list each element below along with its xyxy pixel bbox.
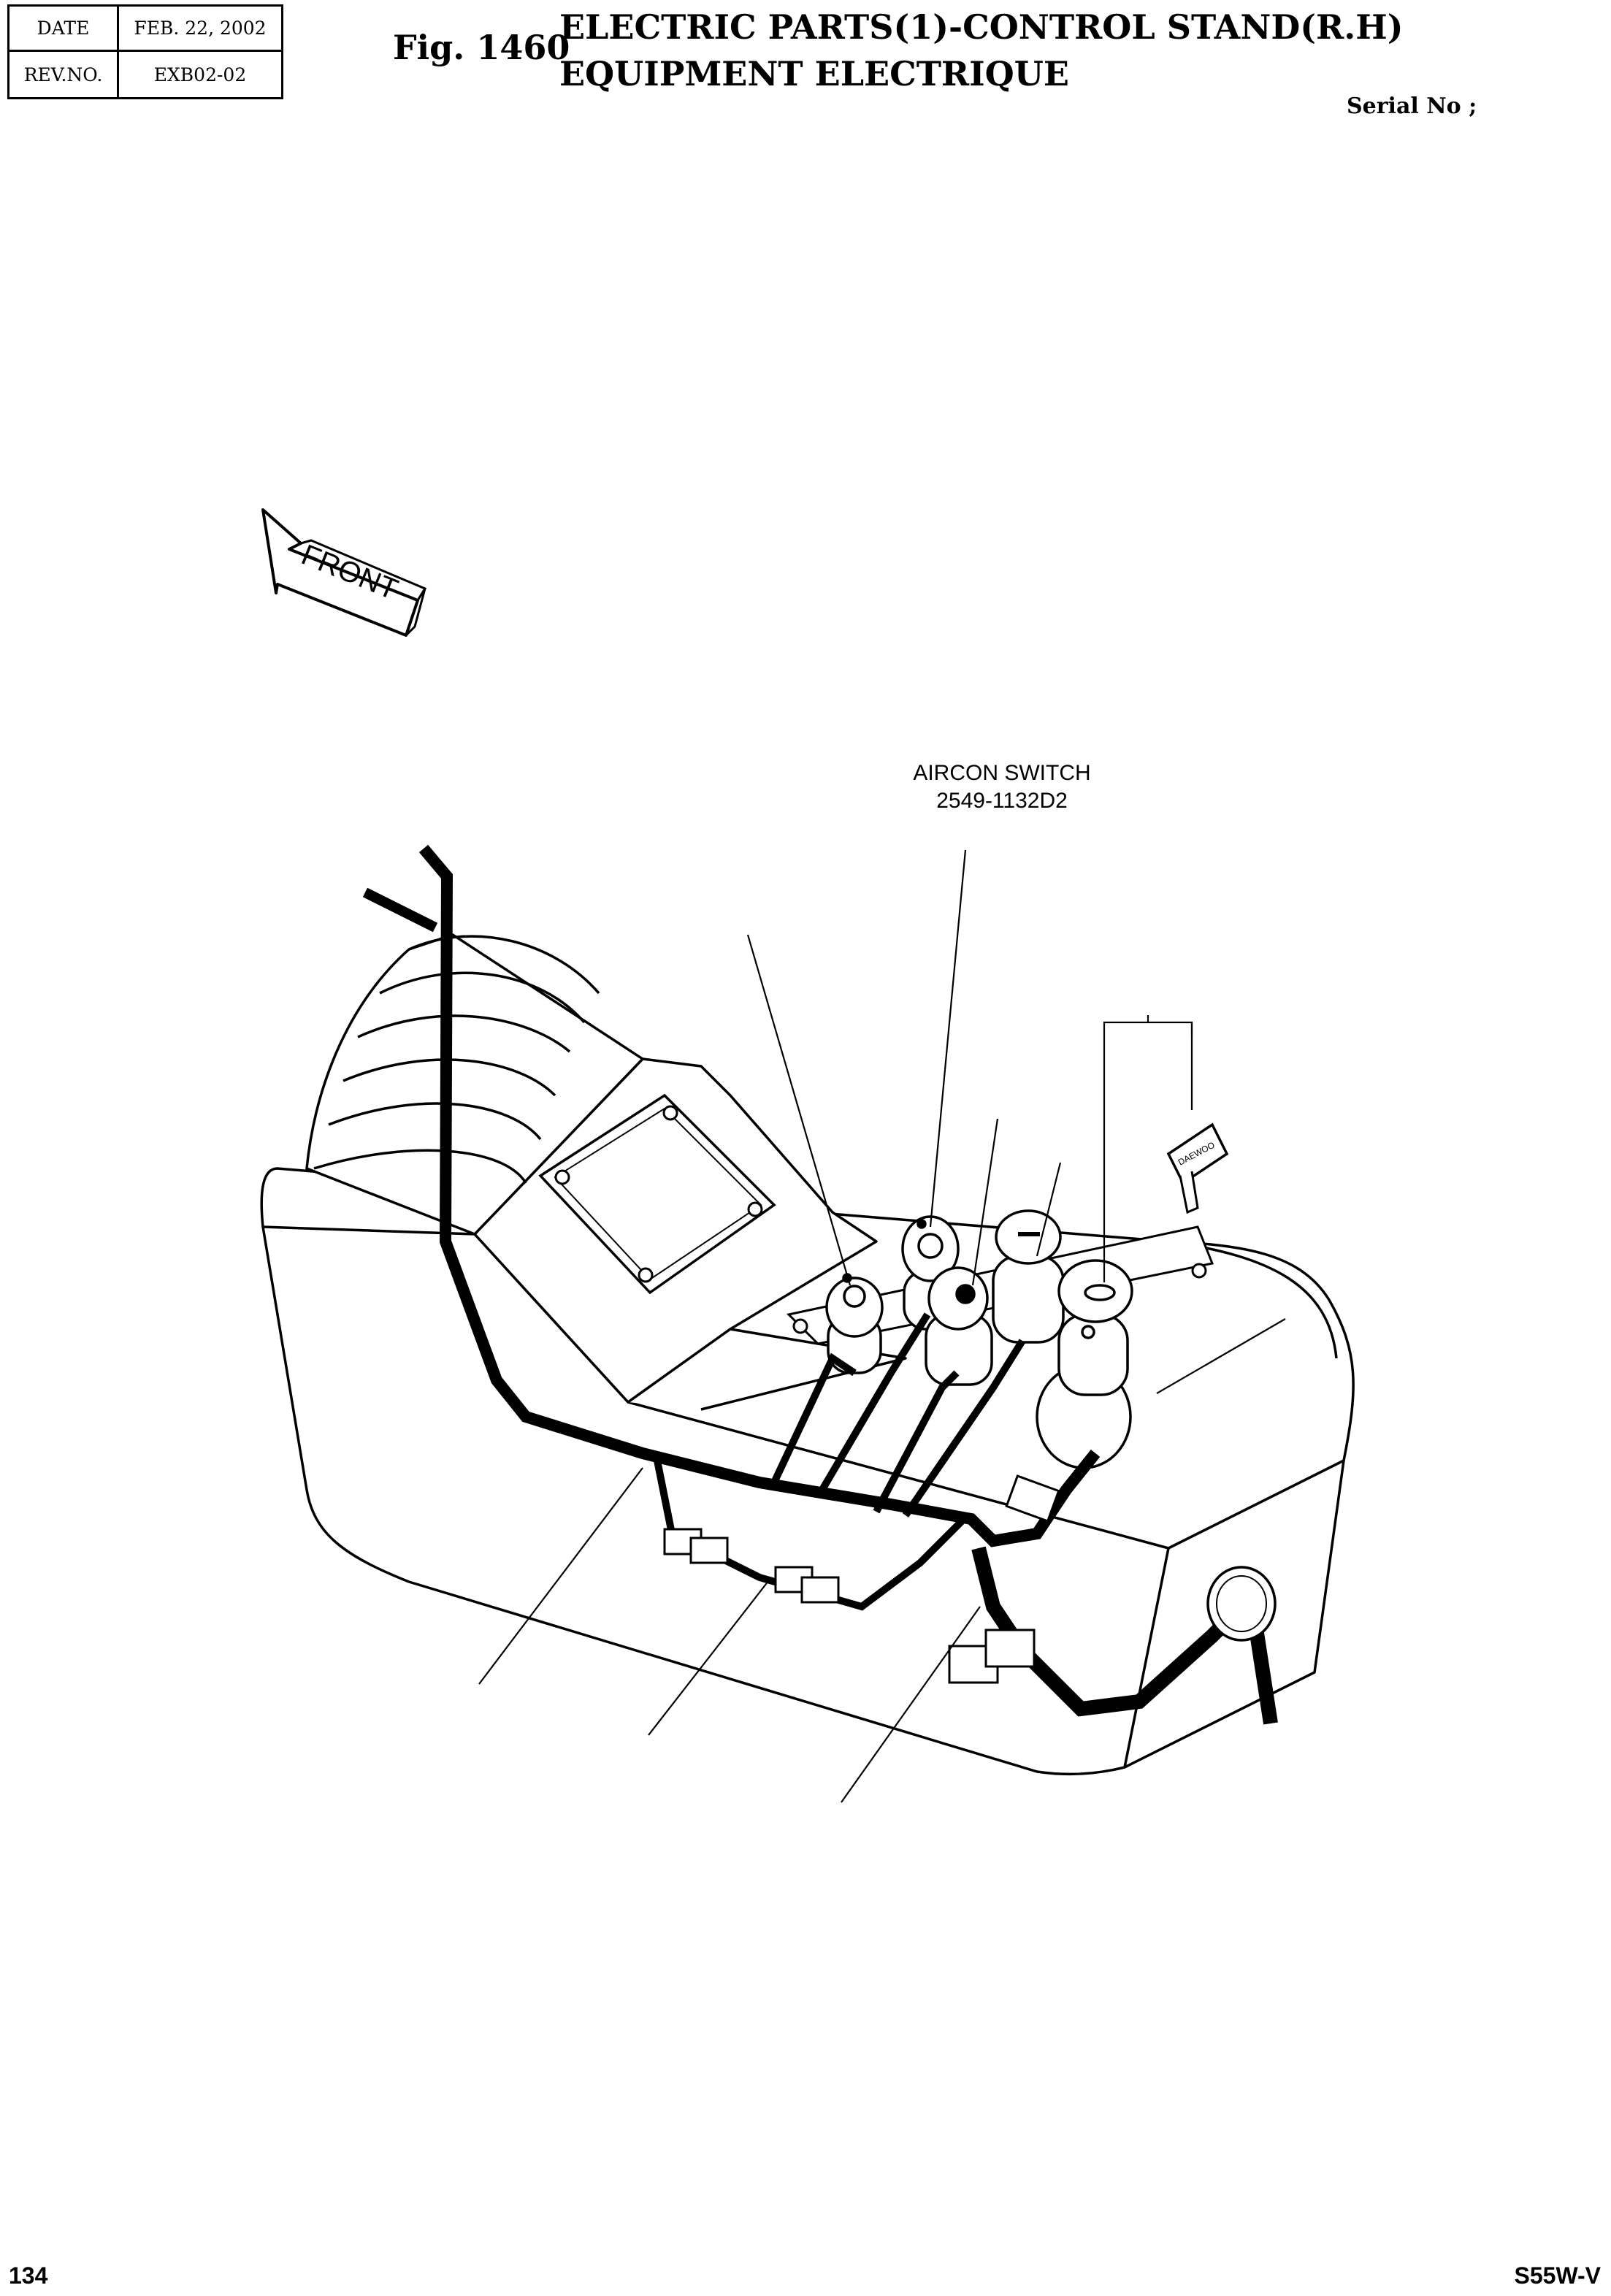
wiper-switch: [992, 1209, 1065, 1344]
date-label: DATE: [9, 7, 119, 52]
leader-lines: [478, 849, 1286, 1803]
serial-label: Serial No ;: [1347, 93, 1477, 119]
figure-subtitle: EQUIPMENT ELECTRIQUE: [559, 54, 1069, 93]
front-arrow-icon: FRONT: [261, 508, 427, 637]
key-icon: DAEWOO: [1166, 1122, 1229, 1214]
rotary-switch-temp: [925, 1266, 993, 1386]
page-number: 134: [9, 2262, 48, 2289]
figure-number: Fig. 1460: [393, 28, 570, 67]
rev-label: REV.NO.: [9, 52, 119, 97]
rev-value: EXB02-02: [153, 64, 247, 85]
figure-title: ELECTRIC PARTS(1)-CONTROL STAND(R.H): [559, 7, 1404, 47]
callout-aircon-switch-name: AIRCON SWITCH: [913, 761, 1091, 785]
grommet-hole: [1206, 1566, 1277, 1642]
rotary-switch-fan: [825, 1273, 884, 1374]
inspection-plate: [538, 1093, 776, 1295]
date-value: FEB. 22, 2002: [119, 7, 281, 52]
ignition-switch: [1036, 1259, 1133, 1469]
model-name: S55W-V: [1514, 2262, 1602, 2289]
revision-table: DATE FEB. 22, 2002 REV.NO. EXB02-02: [7, 4, 283, 99]
connectors: [663, 1474, 1060, 1684]
callout-aircon-switch-part: 2549-1132D2: [936, 789, 1068, 813]
